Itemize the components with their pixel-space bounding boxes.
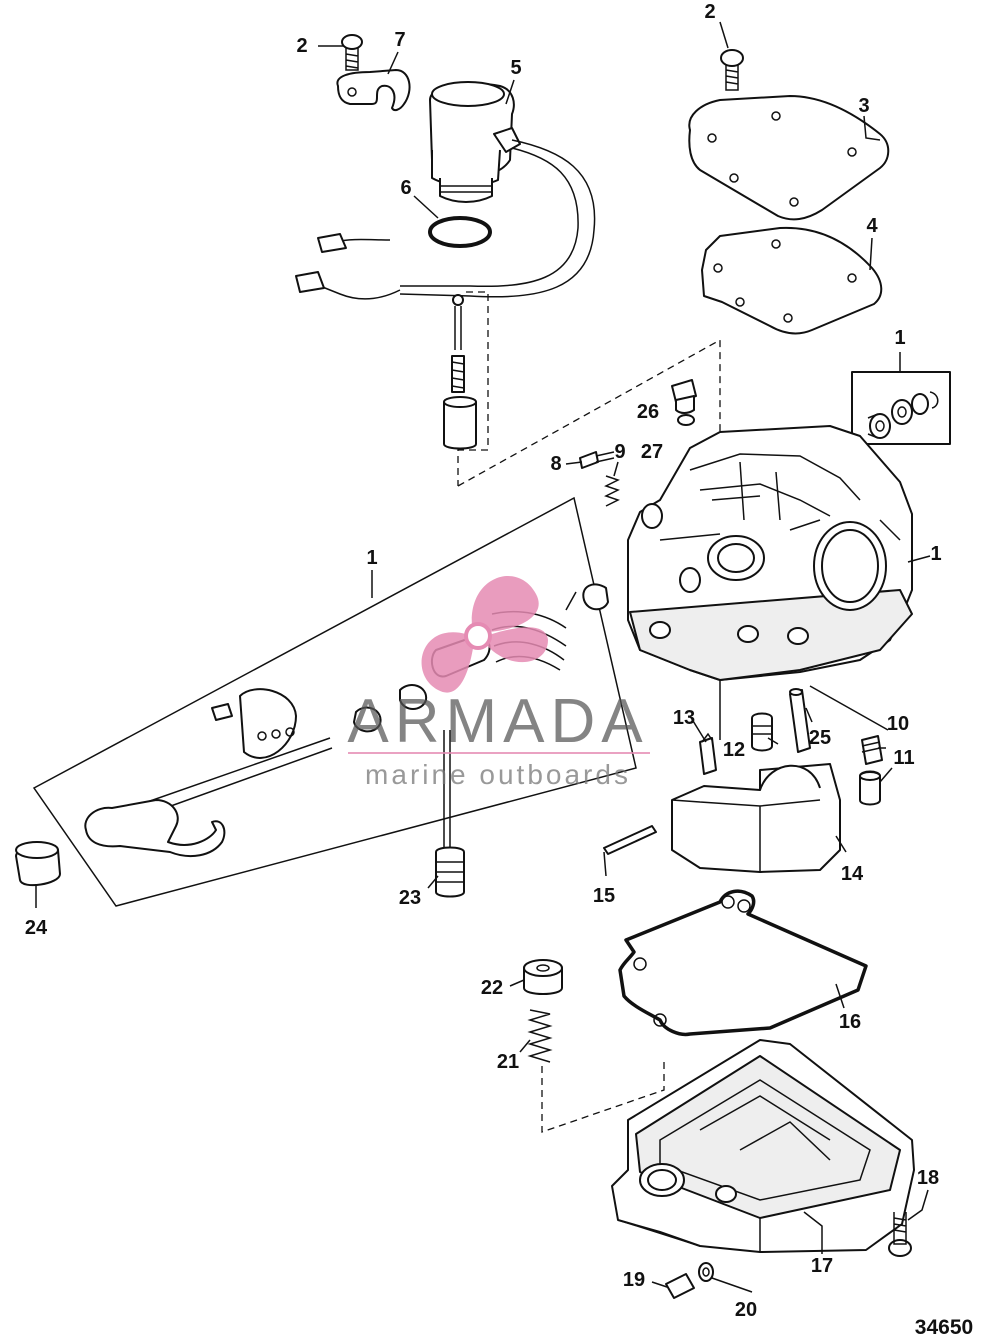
screw-part-19[interactable] bbox=[651, 1273, 695, 1299]
plug-part-11[interactable] bbox=[859, 770, 881, 806]
screw-part-2-top-right[interactable] bbox=[720, 49, 744, 91]
callout-25: 25 bbox=[809, 727, 831, 749]
callout-1-body: 1 bbox=[930, 543, 941, 565]
propeller-logo-icon bbox=[421, 575, 548, 693]
solenoid-part-5[interactable] bbox=[295, 81, 596, 300]
tube-part-25[interactable] bbox=[789, 688, 811, 753]
gasket-part-16[interactable] bbox=[618, 889, 868, 1037]
callout-11: 11 bbox=[893, 747, 914, 769]
callout-15: 15 bbox=[593, 885, 615, 907]
callout-24: 24 bbox=[25, 917, 48, 939]
callout-13: 13 bbox=[673, 707, 695, 729]
washer-part-20[interactable] bbox=[698, 1262, 714, 1282]
jet-part-26[interactable] bbox=[671, 379, 697, 414]
o-ring-part-6[interactable] bbox=[428, 216, 492, 248]
callout-1-seal-kit: 1 bbox=[894, 327, 905, 349]
gasket-part-4[interactable] bbox=[701, 226, 883, 335]
float-bowl-part-17[interactable] bbox=[541, 1039, 915, 1253]
callout-5: 5 bbox=[510, 57, 521, 79]
callout-22: 22 bbox=[481, 977, 503, 999]
callout-2-top-left: 2 bbox=[296, 35, 307, 57]
spring-part-9[interactable] bbox=[604, 475, 620, 507]
callout-16: 16 bbox=[839, 1011, 861, 1033]
callout-12: 12 bbox=[723, 739, 745, 761]
callout-20: 20 bbox=[735, 1299, 757, 1321]
nozzle-part-23[interactable] bbox=[435, 846, 465, 898]
watermark-tagline: marine outboards bbox=[365, 759, 631, 790]
screw-part-2-top-left[interactable] bbox=[341, 34, 363, 71]
jet-part-12[interactable] bbox=[751, 712, 773, 752]
bushing-part-24[interactable] bbox=[15, 841, 61, 887]
screw-part-8[interactable] bbox=[579, 451, 615, 469]
callout-3: 3 bbox=[858, 95, 869, 117]
callout-10: 10 bbox=[887, 713, 909, 735]
callout-2-top-right: 2 bbox=[704, 1, 715, 23]
screw-part-18[interactable] bbox=[888, 1212, 912, 1257]
spring-part-21[interactable] bbox=[527, 1009, 553, 1063]
carburetor-body-part-1[interactable] bbox=[627, 425, 913, 740]
watermark-brand: ARMADA bbox=[347, 687, 648, 756]
callout-27: 27 bbox=[641, 441, 663, 463]
pin-part-15[interactable] bbox=[603, 825, 657, 855]
o-ring-part-27[interactable] bbox=[677, 414, 695, 426]
plunger-stack[interactable] bbox=[443, 291, 489, 486]
callout-19: 19 bbox=[623, 1269, 645, 1291]
callout-18: 18 bbox=[917, 1167, 939, 1189]
seal-kit-inset-part-1[interactable] bbox=[851, 371, 951, 445]
callout-14: 14 bbox=[841, 863, 864, 885]
callout-6: 6 bbox=[400, 177, 411, 199]
callout-21: 21 bbox=[497, 1051, 519, 1073]
callout-1-choke-kit: 1 bbox=[366, 547, 377, 569]
callout-23: 23 bbox=[399, 887, 421, 909]
needle-part-13[interactable] bbox=[699, 732, 717, 775]
callout-26: 26 bbox=[637, 401, 659, 423]
jet-part-10[interactable] bbox=[861, 735, 883, 765]
cover-plate-part-3[interactable] bbox=[688, 95, 890, 221]
bracket-part-7[interactable] bbox=[336, 69, 411, 112]
callout-7: 7 bbox=[394, 29, 405, 51]
diagram-reference-number: 34650 bbox=[915, 1316, 973, 1339]
retainer-part-22[interactable] bbox=[523, 959, 563, 995]
callout-8: 8 bbox=[550, 453, 561, 475]
callout-4: 4 bbox=[866, 215, 878, 237]
float-part-14[interactable] bbox=[671, 763, 841, 873]
callout-9: 9 bbox=[614, 441, 625, 463]
callout-17: 17 bbox=[811, 1255, 833, 1277]
watermark: ARMADA marine outboards bbox=[347, 575, 650, 790]
